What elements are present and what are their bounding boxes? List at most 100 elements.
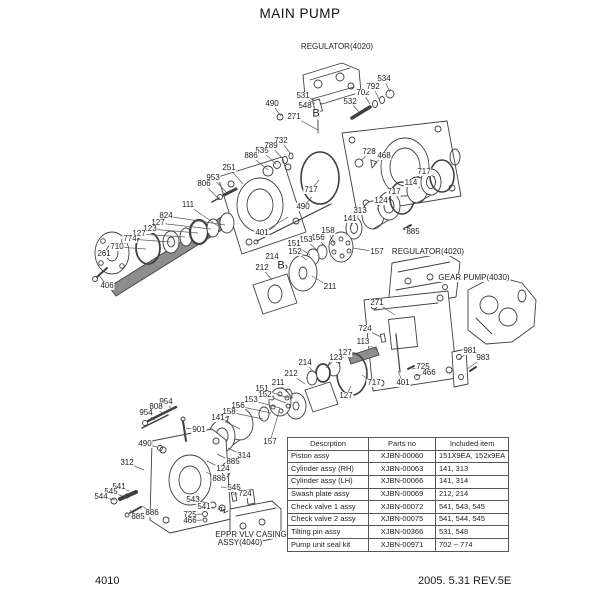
part-number-label: 702 bbox=[355, 88, 371, 97]
page-number: 4010 bbox=[95, 575, 120, 587]
part-number-label: 406 bbox=[99, 281, 115, 290]
part-number-label: 725 bbox=[182, 510, 198, 519]
part-number-label: 156 bbox=[310, 233, 326, 242]
part-number-label: 123 bbox=[142, 224, 158, 233]
part-number-label: 127 bbox=[337, 348, 353, 357]
part-number-label: 728 bbox=[361, 147, 377, 156]
part-number-label: 127 bbox=[338, 391, 354, 400]
column-header: Descrption bbox=[287, 437, 369, 451]
part-number-label: 545 bbox=[226, 483, 242, 492]
part-number-label: 490 bbox=[264, 99, 280, 108]
table-cell: Check valve 2 assy bbox=[287, 512, 369, 527]
part-number-label: 401 bbox=[395, 378, 411, 387]
part-number-label: 214 bbox=[297, 358, 313, 367]
part-number-label: 535 bbox=[254, 146, 270, 155]
column-header: Included item bbox=[434, 437, 510, 451]
part-number-label: 885 bbox=[225, 457, 241, 466]
assembly-label: B bbox=[276, 259, 286, 272]
part-number-label: 313 bbox=[352, 206, 368, 215]
part-number-label: 141 bbox=[210, 413, 226, 422]
part-number-label: 123 bbox=[328, 353, 344, 362]
part-number-label: 717 bbox=[303, 185, 319, 194]
part-number-label: 983 bbox=[475, 353, 491, 362]
part-number-label: 725 bbox=[415, 362, 431, 371]
part-number-label: 531 bbox=[295, 91, 311, 100]
part-number-label: 541 bbox=[111, 482, 127, 491]
part-number-label: 151 bbox=[286, 239, 302, 248]
table-cell: XJBN-00075 bbox=[368, 512, 436, 527]
part-number-label: 541 bbox=[196, 502, 212, 511]
part-number-label: 114 bbox=[403, 178, 419, 187]
part-number-label: 156 bbox=[230, 401, 246, 410]
part-number-label: 466 bbox=[421, 368, 437, 377]
assembly-label: ASSY(4040) bbox=[216, 538, 264, 547]
part-number-label: 717 bbox=[366, 378, 382, 387]
part-number-label: 490 bbox=[295, 202, 311, 211]
part-number-label: 314 bbox=[236, 451, 252, 460]
assembly-label: REGULATOR(4020) bbox=[299, 42, 375, 51]
part-number-label: 792 bbox=[365, 82, 381, 91]
part-number-label: 211 bbox=[322, 282, 338, 291]
part-number-label: 152 bbox=[287, 247, 303, 256]
part-number-label: 534 bbox=[376, 74, 392, 83]
part-number-label: 157 bbox=[262, 437, 278, 446]
part-number-label: 151 bbox=[254, 384, 270, 393]
part-number-label: 111 bbox=[180, 200, 196, 209]
part-number-label: 490 bbox=[137, 439, 153, 448]
part-number-label: 885 bbox=[405, 227, 421, 236]
part-number-label: 774 bbox=[122, 234, 138, 243]
table-cell: XJBN-00066 bbox=[368, 474, 436, 489]
table-cell: 151X9EA, 152x9EA bbox=[434, 449, 510, 464]
part-number-label: 724 bbox=[357, 324, 373, 333]
part-number-label: 466 bbox=[182, 516, 198, 525]
table-cell: XJBN-00069 bbox=[368, 487, 436, 502]
part-number-label: 212 bbox=[254, 263, 270, 272]
table-cell: 212, 214 bbox=[434, 487, 510, 502]
part-number-label: 468 bbox=[376, 151, 392, 160]
table-cell: Cylinder assy (RH) bbox=[287, 462, 369, 476]
part-number-label: 953 bbox=[205, 173, 221, 182]
part-number-label: 261 bbox=[96, 249, 112, 258]
part-number-label: 158 bbox=[221, 407, 237, 416]
part-number-label: 153 bbox=[298, 235, 314, 244]
part-number-label: 544 bbox=[93, 492, 109, 501]
column-header: Parts no bbox=[368, 437, 436, 451]
part-number-label: 981 bbox=[462, 346, 478, 355]
part-number-label: 885 bbox=[130, 512, 146, 521]
part-number-label: 548 bbox=[297, 101, 313, 110]
part-number-label: 152 bbox=[257, 390, 273, 399]
part-number-label: 212 bbox=[283, 369, 299, 378]
part-number-label: 724 bbox=[237, 489, 253, 498]
part-number-label: 158 bbox=[320, 226, 336, 235]
part-number-label: 214 bbox=[264, 252, 280, 261]
table-cell: 141, 314 bbox=[434, 474, 510, 489]
table-cell: XJBN-00060 bbox=[368, 449, 436, 464]
table-cell: XJBN-00366 bbox=[368, 525, 436, 539]
part-number-label: 153 bbox=[243, 395, 259, 404]
part-number-label: 808 bbox=[148, 402, 164, 411]
part-number-label: 732 bbox=[273, 136, 289, 145]
table-cell: Cylinder assy (LH) bbox=[287, 474, 369, 489]
part-number-label: 127 bbox=[131, 229, 147, 238]
part-number-label: 271 bbox=[369, 298, 385, 307]
table-cell: Piston assy bbox=[287, 449, 369, 464]
part-number-label: 901 bbox=[191, 425, 207, 434]
table-cell: XJBN-00072 bbox=[368, 500, 436, 514]
part-number-label: 789 bbox=[263, 141, 279, 150]
assembly-label: GEAR PUMP(4030) bbox=[437, 273, 511, 282]
table-cell: XJBN-00971 bbox=[368, 538, 436, 552]
part-number-label: 211 bbox=[270, 378, 286, 387]
part-number-label: 954 bbox=[138, 408, 154, 417]
page-title: MAIN PUMP bbox=[259, 6, 341, 21]
assembly-label: B bbox=[311, 107, 321, 120]
part-number-label: 141 bbox=[342, 214, 358, 223]
table-cell: Check valve 1 assy bbox=[287, 500, 369, 514]
